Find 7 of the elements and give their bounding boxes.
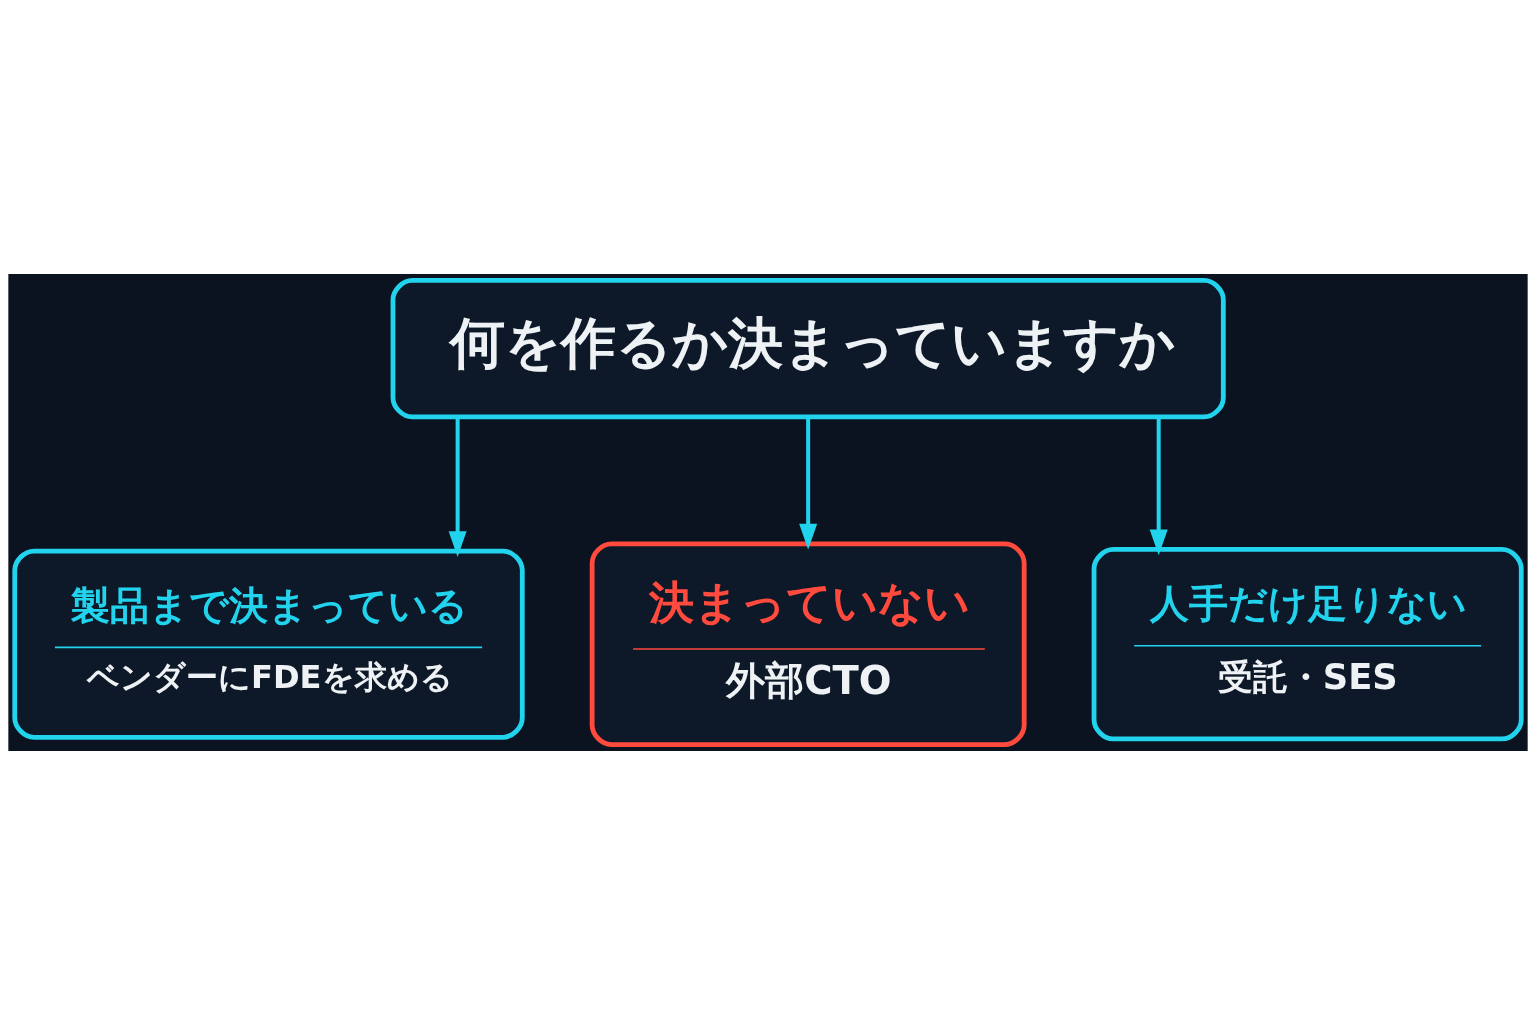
arrow	[1149, 416, 1168, 555]
node-box: 人手だけ足りない 受託・SES	[1091, 546, 1524, 741]
node-box: 決まっていない 外部CTO	[589, 540, 1027, 747]
arrow	[799, 416, 818, 550]
arrow	[448, 416, 467, 557]
node-box: 製品まで決まっている ベンダーにFDEを求める	[12, 548, 525, 740]
node-box: 何を作るか決まっていますか	[390, 277, 1226, 419]
